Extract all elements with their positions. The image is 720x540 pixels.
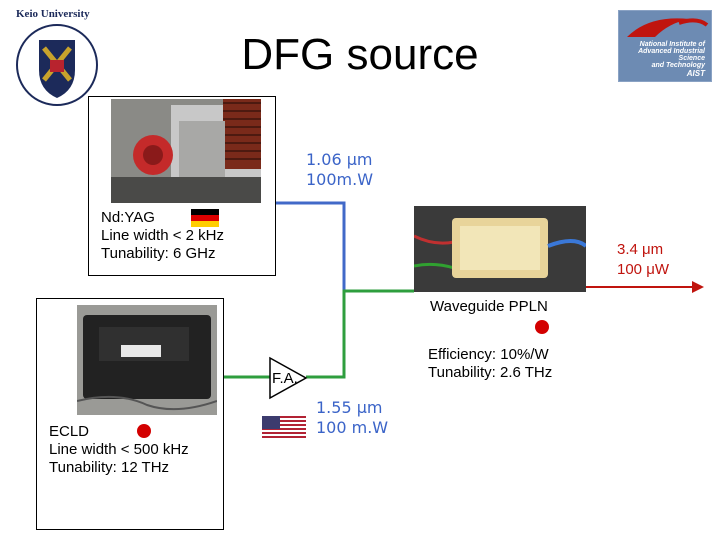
ecld-linewidth: Line width < 500 kHz [49, 441, 189, 458]
fiber-amplifier-triangle [269, 356, 308, 400]
aist-line-3: and Technology [651, 62, 705, 69]
ppln-module-image [414, 206, 586, 292]
ppln-efficiency: Efficiency: 10%/W [428, 346, 549, 363]
nd-yag-laser-image [111, 99, 261, 203]
nd-yag-tunability: Tunability: 6 GHz [101, 245, 216, 262]
beam-1550-wavelength: 1.55 μm [316, 398, 383, 417]
output-power: 100 μW [617, 261, 669, 278]
output-arrow-icon [692, 281, 704, 293]
keio-seal-logo [16, 24, 98, 106]
beam-1550-line-fa [306, 289, 414, 379]
aist-swoosh-icon [627, 18, 709, 37]
ppln-tunability: Tunability: 2.6 THz [428, 364, 553, 381]
fa-label: F.A. [272, 370, 298, 387]
aist-logo: National Institute of Advanced Industria… [618, 10, 712, 82]
ecld-name: ECLD [49, 423, 90, 440]
ecld-tunability: Tunability: 12 THz [49, 459, 170, 476]
nd-yag-photo [111, 99, 261, 203]
beam-1064-wavelength: 1.06 μm [306, 150, 373, 169]
beam-1064-line [275, 201, 414, 293]
nd-yag-name: Nd:YAG [101, 209, 155, 226]
page-title: DFG source [241, 30, 479, 79]
aist-line-2: Advanced Industrial Science [638, 48, 705, 62]
beam-1550-power: 100 m.W [316, 418, 389, 437]
aist-line-1: National Institute of [639, 41, 705, 48]
ppln-name: Waveguide PPLN [430, 298, 548, 315]
usa-flag-icon [262, 416, 306, 440]
output-wavelength: 3.4 μm [617, 241, 664, 258]
fa-label-box: F.A. [270, 370, 300, 388]
japan-flag-icon [528, 316, 556, 338]
nd-yag-linewidth: Line width < 2 kHz [101, 227, 224, 244]
ecld-laser-image [77, 305, 217, 415]
japan-flag-icon [131, 421, 157, 441]
ppln-name-box: Waveguide PPLN [424, 296, 574, 318]
ecld-photo [77, 305, 217, 415]
germany-flag-icon [191, 209, 219, 227]
keio-logo-text: Keio University [16, 8, 90, 20]
ecld-box: ECLD Line width < 500 kHz Tunability: 12… [36, 298, 224, 530]
nd-yag-box: Nd:YAG Line width < 2 kHz Tunability: 6 … [88, 96, 276, 276]
ppln-photo [414, 206, 586, 292]
beam-1064-power: 100m.W [306, 170, 374, 189]
aist-line-4: AIST [686, 69, 705, 78]
